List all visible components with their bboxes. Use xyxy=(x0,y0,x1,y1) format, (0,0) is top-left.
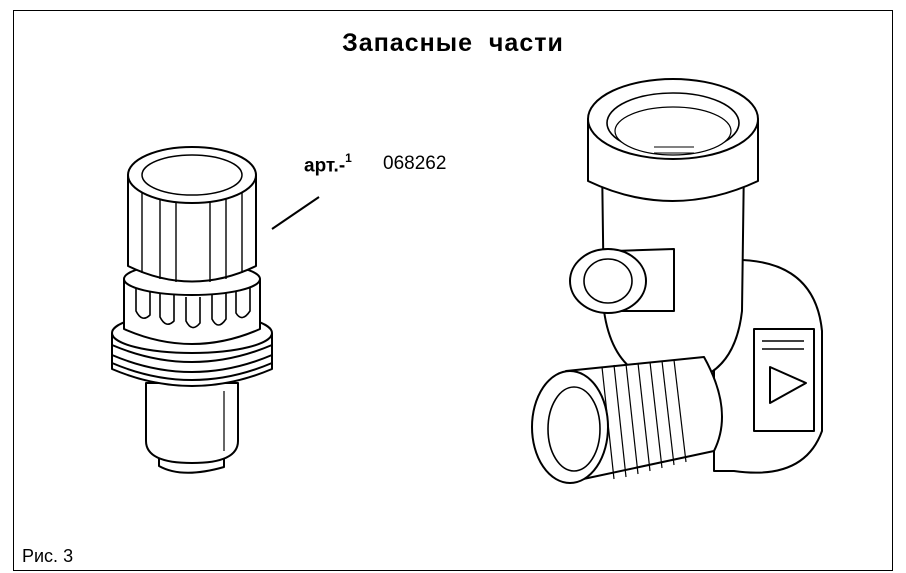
valve-insert-drawing xyxy=(111,146,320,474)
spare-parts-frame: Запасные части xyxy=(13,10,893,571)
part-label-footnote: 1 xyxy=(345,151,352,165)
part-number: 068262 xyxy=(383,153,447,174)
figure-caption: Рис. 3 xyxy=(22,546,74,566)
tee-fitting-drawing xyxy=(531,78,823,484)
part-label: арт.-1 xyxy=(304,151,352,177)
page-title: Запасные части xyxy=(342,29,564,57)
leader-line xyxy=(271,196,320,230)
parts-illustration xyxy=(111,78,823,484)
